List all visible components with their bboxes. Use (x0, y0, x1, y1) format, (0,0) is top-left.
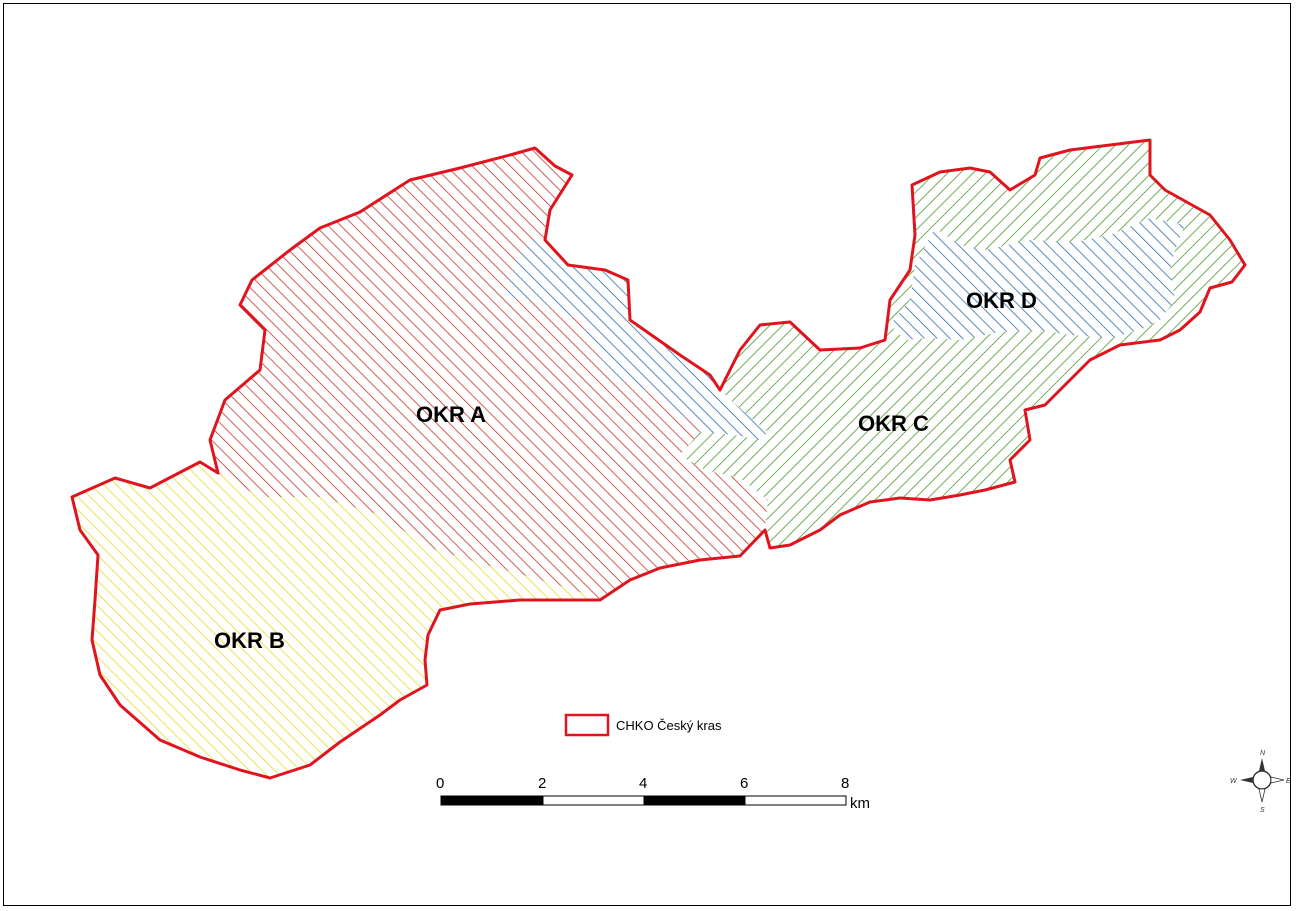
label-okr-b: OKR B (214, 628, 285, 653)
compass-icon: N S E W (1230, 750, 1291, 814)
scale-bar: 0 2 4 6 8 km (436, 775, 870, 812)
label-okr-d: OKR D (966, 288, 1037, 313)
scale-tick-8: 8 (841, 775, 849, 792)
label-okr-c: OKR C (858, 411, 929, 436)
region-labels: OKR A OKR B OKR C OKR D (214, 288, 1037, 653)
scale-segment-2 (542, 795, 645, 806)
region-okr-d-east[interactable] (890, 218, 1185, 340)
legend-label: CHKO Český kras (616, 718, 722, 733)
region-okr-d-west[interactable] (505, 240, 768, 440)
scale-tick-4: 4 (639, 775, 647, 792)
region-okr-c[interactable] (680, 140, 1245, 548)
compass-e: E (1286, 778, 1291, 785)
scale-tick-2: 2 (538, 775, 546, 792)
legend: CHKO Český kras (564, 713, 722, 737)
scale-unit: km (850, 795, 870, 812)
scale-segment-4 (744, 795, 847, 806)
label-okr-a: OKR A (416, 402, 486, 427)
compass-n: N (1260, 750, 1266, 757)
compass-s: S (1260, 807, 1265, 814)
region-layer (72, 140, 1245, 778)
legend-swatch (564, 713, 610, 737)
compass-w: W (1230, 778, 1238, 785)
region-okr-a[interactable] (210, 148, 768, 600)
scale-segment-3 (643, 795, 746, 806)
scale-tick-0: 0 (436, 775, 444, 792)
region-okr-b[interactable] (72, 462, 600, 778)
scale-tick-6: 6 (740, 775, 748, 792)
chko-boundary (70, 138, 1247, 780)
scale-segment-1 (440, 795, 544, 806)
